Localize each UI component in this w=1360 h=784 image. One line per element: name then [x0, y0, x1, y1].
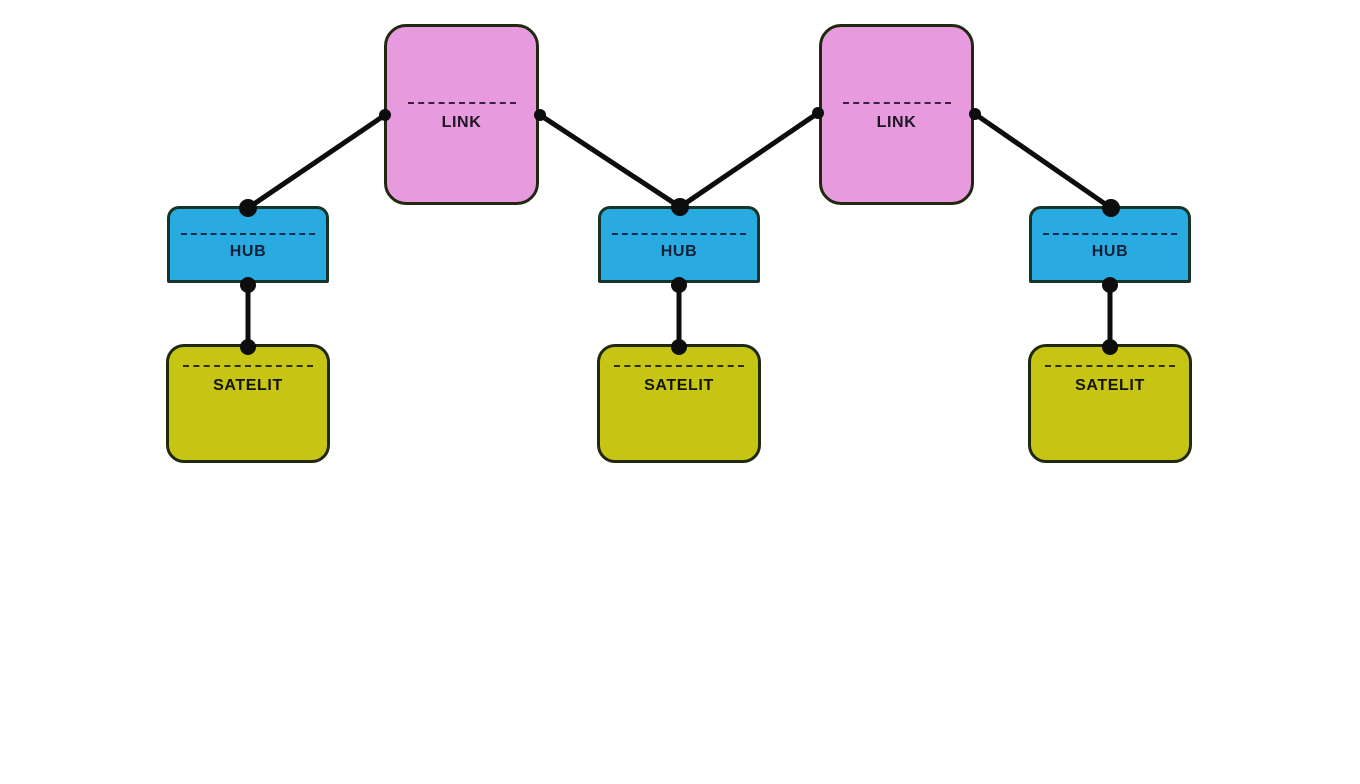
node-divider [181, 233, 315, 235]
connector-line [677, 110, 821, 210]
connector-line [537, 112, 683, 210]
node-divider [1045, 365, 1175, 367]
link-node-2: LINK [819, 24, 974, 205]
satellite-node-2: SATELIT [597, 344, 761, 463]
node-divider [1043, 233, 1177, 235]
link-node-label: LINK [876, 114, 917, 131]
satellite-node-label: SATELIT [213, 377, 283, 394]
node-divider [407, 102, 516, 104]
hub-node-label: HUB [1091, 243, 1129, 260]
hub-node-2: HUB [598, 206, 760, 283]
satellite-node-1: SATELIT [166, 344, 330, 463]
connector-line [245, 112, 388, 211]
hub-node-3: HUB [1029, 206, 1191, 283]
satellite-node-label: SATELIT [1075, 377, 1145, 394]
node-divider [183, 365, 313, 367]
hub-node-1: HUB [167, 206, 329, 283]
link-node-1: LINK [384, 24, 539, 205]
link-node-label: LINK [441, 114, 482, 131]
node-divider [842, 102, 951, 104]
hub-node-label: HUB [660, 243, 698, 260]
connector-line [972, 111, 1114, 211]
satellite-node-label: SATELIT [644, 377, 714, 394]
node-divider [612, 233, 746, 235]
satellite-node-3: SATELIT [1028, 344, 1192, 463]
hub-node-label: HUB [229, 243, 267, 260]
node-divider [614, 365, 744, 367]
